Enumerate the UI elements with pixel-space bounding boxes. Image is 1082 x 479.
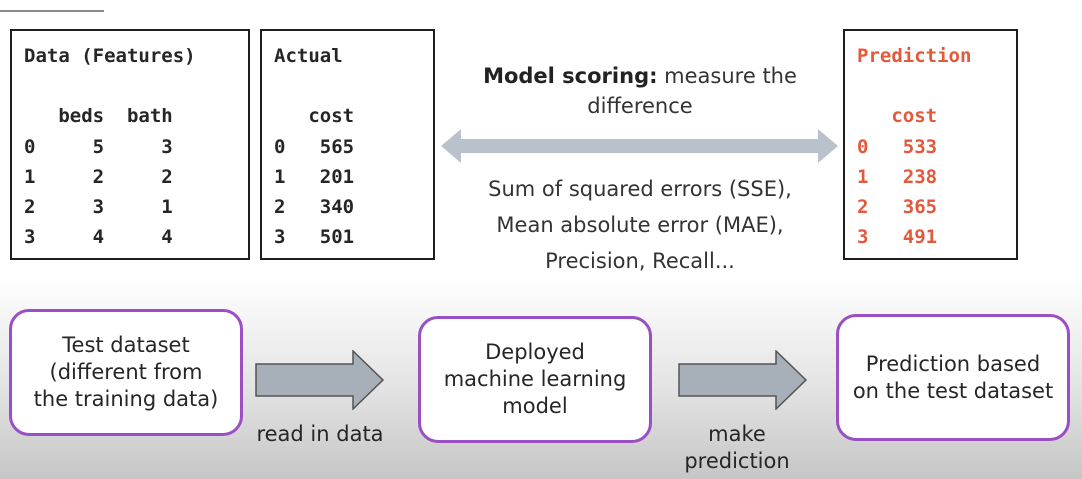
actual-row: 0 565: [274, 136, 355, 158]
scoring-line1: Model scoring: measure the: [455, 61, 825, 91]
predict-arrow-icon: [678, 350, 808, 410]
scoring-line2: difference: [587, 94, 693, 118]
scoring-bold: Model scoring:: [483, 64, 658, 88]
predict-label-line: make: [708, 422, 766, 446]
test-dataset-box: Test dataset (different from the trainin…: [9, 309, 243, 436]
prediction-row: 0 533: [857, 136, 938, 158]
model-box: Deployed machine learning model: [418, 316, 652, 443]
metric-item: Precision, Recall...: [545, 249, 735, 273]
test-dataset-line: (different from: [49, 360, 203, 384]
features-row: 2 3 1: [24, 196, 173, 218]
actual-row: 1 201: [274, 166, 355, 188]
actual-title: Actual: [274, 45, 343, 67]
prediction-row: 2 365: [857, 196, 938, 218]
result-line: Prediction based: [865, 351, 1041, 376]
features-row: 1 2 2: [24, 166, 173, 188]
actual-table: Actual cost 0 565 1 201 2 340 3 501: [260, 29, 435, 260]
metric-item: Sum of squared errors (SSE),: [488, 177, 792, 201]
prediction-table: Prediction cost 0 533 1 238 2 365 3 491: [843, 29, 1018, 260]
actual-header: cost: [274, 105, 355, 127]
top-divider: [0, 10, 104, 12]
test-dataset-line: the training data): [33, 387, 219, 411]
result-line: on the test dataset: [852, 378, 1054, 403]
metrics-list: Sum of squared errors (SSE), Mean absolu…: [440, 171, 840, 279]
prediction-row: 3 491: [857, 226, 938, 248]
model-line: model: [502, 394, 568, 418]
scoring-rest: measure the: [657, 64, 797, 88]
actual-row: 3 501: [274, 226, 355, 248]
predict-label: make prediction: [667, 421, 807, 475]
features-table: Data (Features) beds bath 0 5 3 1 2 2 2 …: [10, 29, 250, 260]
read-arrow-icon: [255, 350, 385, 410]
features-title: Data (Features): [24, 45, 196, 67]
scoring-heading: Model scoring: measure the difference: [455, 61, 825, 121]
prediction-title: Prediction: [857, 45, 972, 67]
model-line: machine learning: [443, 367, 627, 391]
test-dataset-line: Test dataset: [62, 333, 190, 357]
features-header: beds bath: [24, 105, 173, 127]
predict-label-line: prediction: [684, 449, 790, 473]
actual-row: 2 340: [274, 196, 355, 218]
metric-item: Mean absolute error (MAE),: [496, 213, 784, 237]
prediction-header: cost: [857, 105, 938, 127]
read-label: read in data: [256, 422, 384, 446]
features-row: 0 5 3: [24, 136, 173, 158]
double-arrow-icon: [441, 129, 838, 163]
model-line: Deployed: [485, 340, 585, 364]
features-row: 3 4 4: [24, 226, 173, 248]
result-box: Prediction based on the test dataset: [836, 314, 1070, 441]
prediction-row: 1 238: [857, 166, 938, 188]
